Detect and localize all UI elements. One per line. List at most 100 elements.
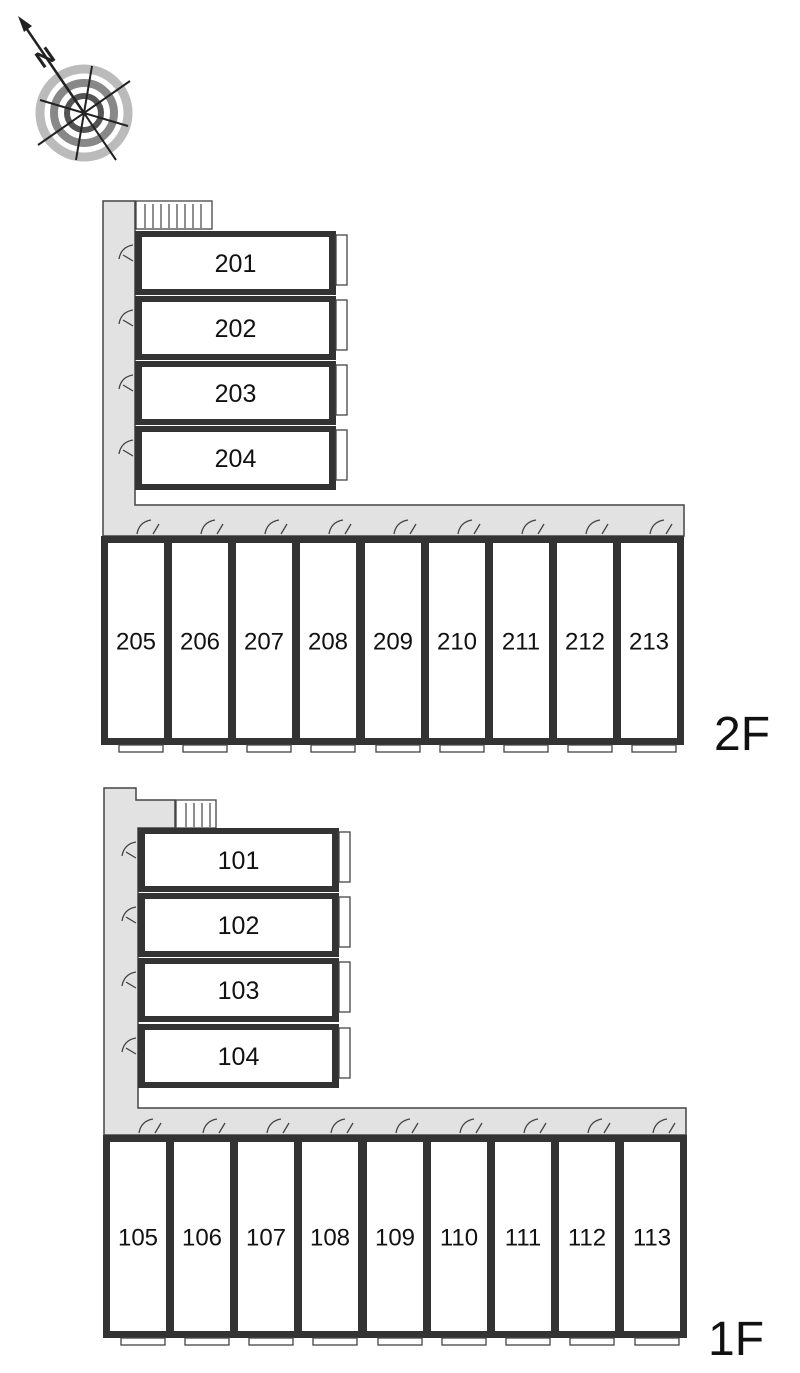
unit-111: 111 (488, 1118, 558, 1346)
balcony (569, 1337, 615, 1346)
balcony (439, 744, 485, 753)
unit-208: 208 (293, 519, 363, 753)
floor-1-stairs (175, 799, 217, 829)
door-icon (121, 906, 137, 924)
door-icon (121, 1037, 137, 1055)
door-icon (136, 519, 160, 535)
balcony (310, 744, 356, 753)
door-icon (523, 1118, 547, 1134)
door-icon (649, 519, 673, 535)
unit-202: 202 (118, 296, 348, 360)
compass-north-label: N (31, 42, 61, 74)
unit-label: 209 (373, 629, 413, 656)
balcony (338, 831, 351, 883)
balcony (335, 299, 348, 351)
door-icon (121, 971, 137, 989)
door-icon (395, 1118, 419, 1134)
unit-label: 112 (568, 1225, 606, 1252)
unit-label: 206 (180, 629, 220, 656)
balcony (377, 1337, 423, 1346)
unit-label: 207 (244, 629, 284, 656)
unit-label: 101 (218, 847, 260, 875)
balcony (120, 1337, 166, 1346)
door-icon (118, 439, 134, 457)
unit-112: 112 (552, 1118, 622, 1346)
door-icon (521, 519, 545, 535)
balcony (335, 234, 348, 286)
unit-label: 213 (629, 629, 669, 656)
door-icon (459, 1118, 483, 1134)
door-icon (200, 519, 224, 535)
unit-label: 108 (310, 1225, 350, 1252)
balcony (631, 744, 677, 753)
unit-205: 205 (101, 519, 171, 753)
door-icon (652, 1118, 676, 1134)
balcony (338, 896, 351, 948)
door-icon (264, 519, 288, 535)
unit-210: 210 (422, 519, 492, 753)
floor-1-label: 1F (708, 1313, 764, 1366)
balcony (246, 744, 292, 753)
unit-label: 113 (633, 1225, 671, 1252)
unit-109: 109 (360, 1118, 430, 1346)
unit-label: 208 (308, 629, 348, 656)
door-icon (585, 519, 609, 535)
door-icon (118, 309, 134, 327)
unit-label: 210 (437, 629, 477, 656)
unit-113: 113 (617, 1118, 687, 1346)
unit-label: 204 (215, 445, 257, 473)
floor-1-plan: 101 102 103 104 105 106 107 108 109 110 111 112 113… (103, 787, 764, 1366)
balcony (182, 744, 228, 753)
unit-label: 202 (215, 315, 257, 343)
floor-2-label: 2F (714, 708, 770, 761)
unit-label: 110 (440, 1225, 478, 1252)
unit-label: 102 (218, 912, 260, 940)
balcony (338, 1027, 351, 1079)
balcony (335, 364, 348, 416)
unit-label: 105 (118, 1225, 158, 1252)
unit-207: 207 (229, 519, 299, 753)
unit-206: 206 (165, 519, 235, 753)
unit-label: 203 (215, 380, 257, 408)
balcony (312, 1337, 358, 1346)
unit-211: 211 (486, 519, 556, 753)
door-icon (202, 1118, 226, 1134)
unit-label: 106 (182, 1225, 222, 1252)
unit-label: 104 (218, 1043, 260, 1071)
unit-201: 201 (118, 231, 348, 295)
unit-110: 110 (424, 1118, 494, 1346)
unit-209: 209 (358, 519, 428, 753)
door-icon (121, 841, 137, 859)
door-icon (587, 1118, 611, 1134)
door-icon (330, 1118, 354, 1134)
balcony (184, 1337, 230, 1346)
unit-101: 101 (121, 828, 351, 892)
unit-106: 106 (167, 1118, 237, 1346)
unit-label: 201 (215, 250, 257, 278)
balcony (118, 744, 164, 753)
balcony (505, 1337, 551, 1346)
door-icon (266, 1118, 290, 1134)
balcony (338, 961, 351, 1013)
unit-108: 108 (295, 1118, 365, 1346)
unit-204: 204 (118, 426, 348, 490)
balcony (375, 744, 421, 753)
unit-105: 105 (103, 1118, 173, 1346)
unit-label: 205 (116, 629, 156, 656)
unit-label: 107 (246, 1225, 286, 1252)
door-icon (138, 1118, 162, 1134)
balcony (634, 1337, 680, 1346)
unit-label: 103 (218, 977, 260, 1005)
unit-213: 213 (614, 519, 684, 753)
door-icon (393, 519, 417, 535)
door-icon (118, 244, 134, 262)
balcony (248, 1337, 294, 1346)
unit-107: 107 (231, 1118, 301, 1346)
unit-label: 109 (375, 1225, 415, 1252)
compass-rose-icon: N (18, 16, 133, 162)
door-icon (457, 519, 481, 535)
balcony (441, 1337, 487, 1346)
door-icon (328, 519, 352, 535)
